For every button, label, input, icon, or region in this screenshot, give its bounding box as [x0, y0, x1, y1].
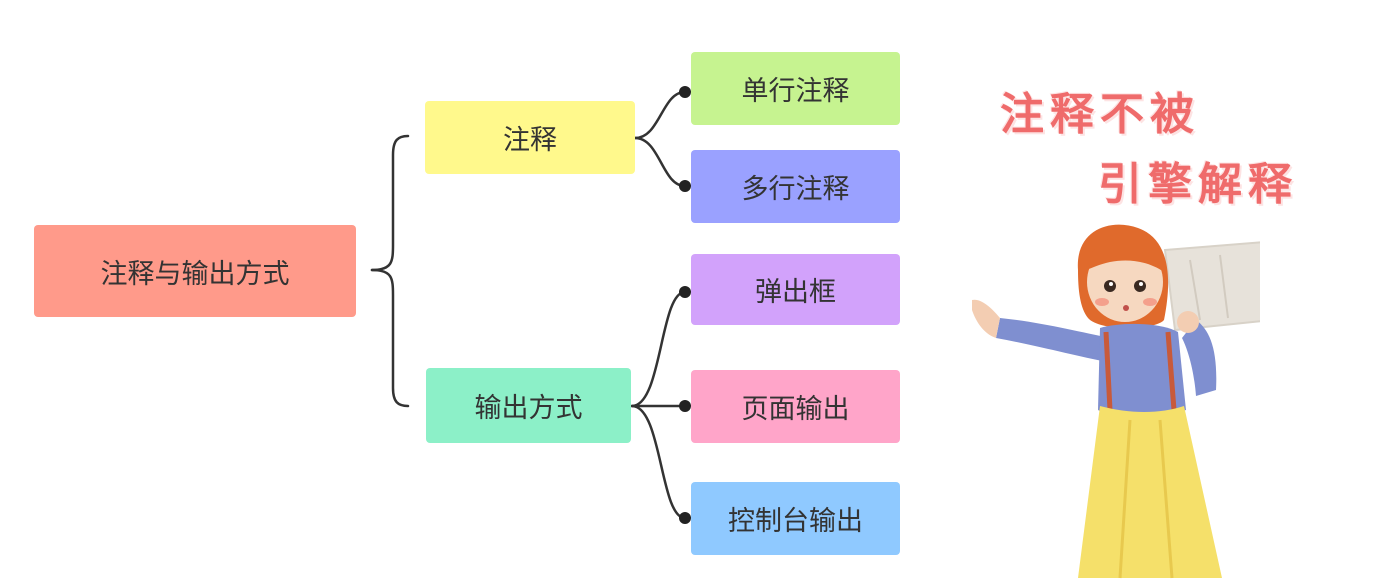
caption-line-2: 引擎解释 — [1098, 159, 1298, 210]
caption-line-1: 注释不被 — [1000, 89, 1200, 140]
girl-holding-map-illustration — [972, 224, 1260, 579]
connector-dot — [679, 86, 691, 98]
root-node-label: 注释与输出方式 — [100, 258, 290, 290]
leaf-node-label: 控制台输出 — [728, 506, 863, 537]
connector-output-console — [630, 404, 687, 520]
connector-dot — [679, 286, 691, 298]
leaf-node-label: 弹出框 — [755, 277, 836, 308]
leaf-node-console-output: 控制台输出 — [691, 482, 900, 555]
leaf-node-label: 单行注释 — [741, 76, 850, 107]
branch-node-label: 输出方式 — [474, 393, 583, 424]
connector-comment-multi — [633, 136, 687, 188]
branch-node-label: 注释 — [503, 125, 557, 156]
connector-comment-single — [633, 90, 687, 140]
leaf-node-single-line-comment: 单行注释 — [691, 52, 900, 125]
connector-output-popup — [630, 290, 687, 408]
connector-dot — [679, 180, 691, 192]
leaf-node-label: 页面输出 — [741, 394, 850, 425]
leaf-node-popup: 弹出框 — [691, 254, 900, 325]
root-brace-lower — [370, 268, 410, 408]
root-brace — [370, 134, 410, 272]
branch-node-output: 输出方式 — [426, 368, 631, 443]
connector-dot — [679, 512, 691, 524]
connector-dot — [679, 400, 691, 412]
leaf-node-multi-line-comment: 多行注释 — [691, 150, 900, 223]
leaf-node-label: 多行注释 — [741, 174, 850, 205]
root-node: 注释与输出方式 — [34, 225, 356, 317]
leaf-node-page-output: 页面输出 — [691, 370, 900, 443]
branch-node-comment: 注释 — [425, 101, 635, 174]
